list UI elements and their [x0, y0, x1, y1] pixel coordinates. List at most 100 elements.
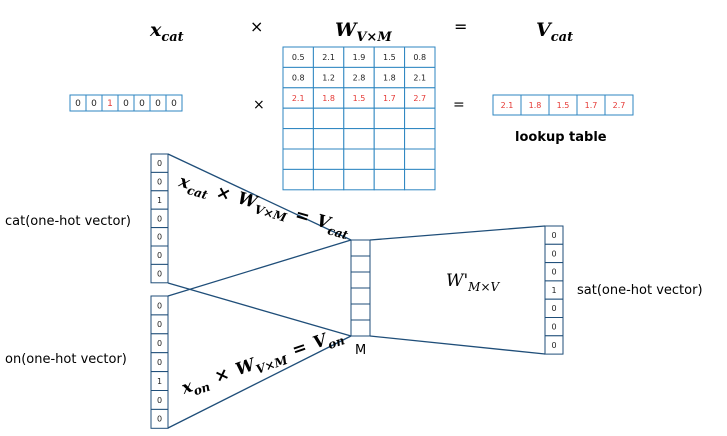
- matrix-cell-box: [282, 148, 314, 170]
- matrix-cell: 1.5: [343, 87, 375, 109]
- header-equals: =: [454, 17, 467, 36]
- cat-cell: 0: [150, 227, 169, 247]
- hidden-m-label: M: [355, 343, 366, 358]
- w-prime-label: W'M×V: [446, 271, 500, 294]
- sat-cell-value: 0: [551, 268, 556, 277]
- matrix-cell: 1.7: [373, 87, 406, 109]
- matrix-cell: [282, 168, 314, 191]
- row-cell: 0: [165, 94, 183, 112]
- row-times: ×: [253, 97, 265, 113]
- row-cell-value: 1: [107, 99, 113, 109]
- matrix-cell-box: [373, 128, 406, 150]
- cat-top-line: [167, 153, 352, 241]
- matrix-cell-value: 2.7: [413, 94, 426, 103]
- lookup-table-label: lookup table: [515, 130, 607, 145]
- matrix-cell-value: 2.1: [413, 73, 426, 82]
- matrix-cell: [373, 148, 406, 170]
- matrix-cell: [343, 128, 375, 150]
- matrix-cell-value: 2.1: [292, 94, 305, 103]
- cat-cell-box: [150, 263, 169, 284]
- matrix-cell: [343, 148, 375, 170]
- on-top-line: [167, 239, 352, 297]
- header-x-cat: xcat: [149, 19, 184, 45]
- cat-cell-value: 0: [157, 251, 162, 260]
- on-cell-value: 0: [157, 358, 162, 367]
- cat-cell: 0: [150, 245, 169, 265]
- on-cell-value: 0: [157, 301, 162, 310]
- on-cell: 0: [150, 295, 169, 316]
- matrix-cell: [373, 128, 406, 150]
- on-cell: 0: [150, 314, 169, 335]
- on-cell: 0: [150, 408, 169, 429]
- hidden-layer-m: [350, 239, 371, 337]
- sat-cell-value: 0: [551, 231, 556, 240]
- matrix-cell-box: [282, 168, 314, 191]
- matrix-cell: [282, 128, 314, 150]
- cat-cell: 1: [150, 190, 169, 210]
- row-cell: 0: [133, 94, 151, 112]
- sat-cell-box: [544, 335, 564, 355]
- matrix-cell-box: [404, 107, 436, 130]
- on-bottom-line: [167, 335, 352, 429]
- matrix-cell: [343, 107, 375, 130]
- cat-cell: 0: [150, 153, 169, 173]
- result-cell: 2.1: [492, 94, 522, 116]
- sat-cell-value: 0: [551, 323, 556, 332]
- matrix-cell-box: [343, 128, 375, 150]
- matrix-cell-box: [373, 148, 406, 170]
- matrix-cell-box: [343, 107, 375, 130]
- sat-cell-value: 0: [551, 341, 556, 350]
- row-cell: 1: [101, 94, 119, 112]
- row-cell: 0: [69, 94, 87, 112]
- on-cell-value: 1: [157, 377, 162, 386]
- hidden-cell: [350, 287, 371, 305]
- matrix-cell: 0.8: [404, 46, 436, 68]
- hidden-cell-box: [350, 303, 371, 321]
- hidden-cell-box: [350, 287, 371, 305]
- result-cell: 1.5: [548, 94, 578, 116]
- row-cell-box: [165, 94, 183, 112]
- matrix-cell: [373, 168, 406, 191]
- matrix-cell: 2.8: [343, 66, 375, 89]
- cat-bottom-line: [167, 282, 352, 337]
- matrix-cell-box: [282, 128, 314, 150]
- matrix-cell: [312, 107, 345, 130]
- sat-cell: 0: [544, 317, 564, 337]
- matrix-cell-value: 0.8: [292, 73, 305, 82]
- matrix-cell-value: 0.5: [292, 53, 305, 62]
- result-cell: 1.7: [576, 94, 606, 116]
- on-cell-value: 0: [157, 415, 162, 424]
- cat-cell-value: 0: [157, 214, 162, 223]
- result-cell-value: 2.1: [501, 101, 514, 110]
- row-cell-value: 0: [123, 99, 129, 109]
- sat-cell-value: 1: [551, 286, 556, 295]
- on-cell: 0: [150, 333, 169, 354]
- matrix-cell: 1.9: [343, 46, 375, 68]
- row-cell: 0: [117, 94, 135, 112]
- matrix-cell-box: [343, 168, 375, 191]
- matrix-cell: 1.2: [312, 66, 345, 89]
- matrix-cell-box: [312, 128, 345, 150]
- matrix-cell: 2.1: [312, 46, 345, 68]
- result-cell-value: 1.7: [585, 101, 598, 110]
- row-cell: 0: [85, 94, 103, 112]
- svg-text:xcat×WV×M=Vcat: xcat×WV×M=Vcat: [175, 171, 353, 242]
- row-cell-value: 0: [155, 99, 161, 109]
- row-equals: =: [453, 97, 465, 113]
- matrix-cell: [282, 148, 314, 170]
- cat-cell-value: 0: [157, 269, 162, 278]
- sat-cell: 0: [544, 335, 564, 355]
- row-cell-value: 0: [91, 99, 97, 109]
- on-cell: 1: [150, 371, 169, 392]
- header-formula: xcat × WV×M = Vcat: [149, 17, 573, 45]
- hidden-cell: [350, 271, 371, 289]
- on-label: on(one-hot vector): [5, 352, 127, 367]
- cat-label: cat(one-hot vector): [5, 214, 131, 229]
- matrix-cell: 2.1: [282, 87, 314, 109]
- hidden-cell-box: [350, 271, 371, 289]
- matrix-cell: [404, 107, 436, 130]
- row-cell-value: 0: [75, 99, 81, 109]
